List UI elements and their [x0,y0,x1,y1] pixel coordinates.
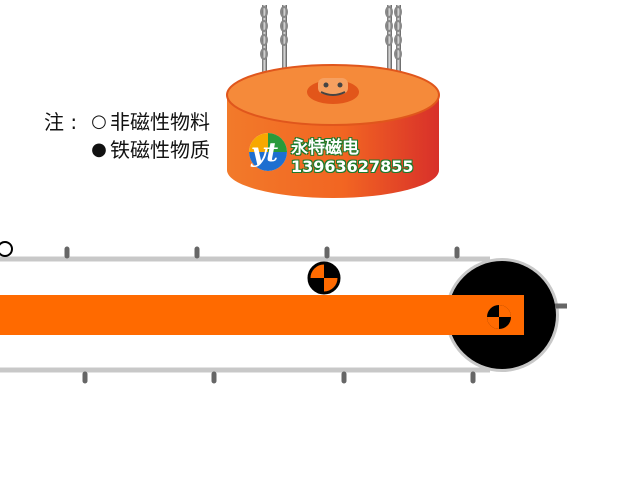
legend-row-non-magnetic: 注 : ○ 非磁性物料 [44,108,210,136]
brand-name: 永特磁电 [291,138,359,158]
legend-label-non-magnetic: 非磁性物料 [110,110,210,134]
pulley-center-marker [487,305,511,329]
legend: 注 : ○ 非磁性物料 ● 铁磁性物质 [44,108,210,164]
ferromagnetic-particle [307,261,341,295]
hollow-circle-icon: ○ [91,111,107,132]
legend-label-ferromagnetic: 铁磁性物质 [110,138,210,162]
brand-phone: 13963627855 [291,157,414,176]
brand-logo-text: yt [251,138,279,168]
legend-prefix: 注 : [44,110,78,134]
conveyor-belt [0,295,524,335]
non-magnetic-particle [0,241,13,257]
brand-logo-icon [249,133,287,171]
conveyor-rails [0,246,490,384]
filled-circle-icon: ● [91,139,107,160]
suspended-magnet [226,64,440,198]
magnet-lug [307,78,359,104]
legend-row-ferromagnetic: ● 铁磁性物质 [44,136,210,164]
